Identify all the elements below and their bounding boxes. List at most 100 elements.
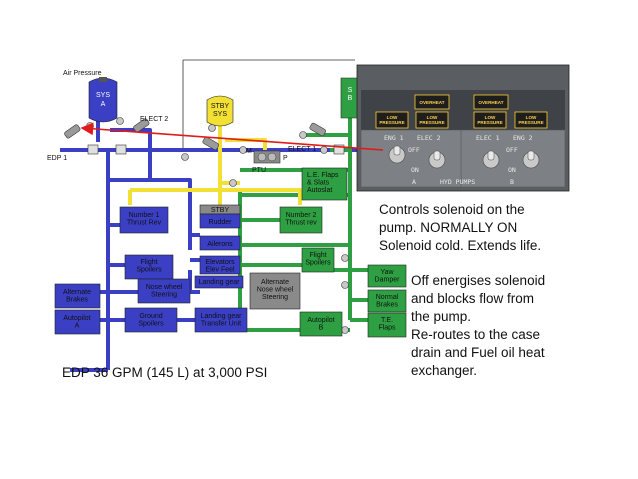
te-flaps-label: T.E.Flaps — [378, 317, 396, 332]
off-a-label: OFF — [408, 146, 420, 154]
hyd-pumps-label: HYD PUMPS — [440, 178, 475, 186]
air-pressure-label: Air Pressure — [63, 70, 102, 77]
landing-gear-transfer-label-line: Transfer Unit — [201, 321, 241, 328]
ground-spoilers-label-line: Spoilers — [138, 321, 164, 328]
on-b-label: ON — [508, 166, 516, 174]
landing-gear-label: Landing gear — [199, 279, 241, 286]
elect2-label: ELECT 2 — [140, 116, 168, 123]
overheat-b-text: OVERHEAT — [478, 100, 503, 105]
flight-spoilers-left-label-line: Spoilers — [136, 267, 162, 274]
le-flaps-label-line: Autoslat — [307, 187, 332, 194]
autopilot-b-label-line: B — [319, 325, 324, 332]
note2-line6: exchanger. — [411, 363, 478, 378]
autopilot-a-label-line: Autopilot — [63, 315, 90, 322]
elevators-label-line: Elev Feel — [205, 267, 235, 274]
number1-thrust-rev-label-line: Number 1 — [129, 212, 160, 219]
switch-elec2-a[interactable] — [428, 150, 446, 169]
edp-spec: EDP 36 GPM (145 L) at 3,000 PSI — [62, 364, 267, 382]
on-a-label: ON — [411, 166, 419, 174]
ailerons-label-line: Ailerons — [207, 241, 233, 248]
overheat-lamp-a: OVERHEAT — [414, 94, 450, 110]
off-b-label: OFF — [506, 146, 518, 154]
b-label: B — [510, 178, 514, 186]
landing-gear-transfer-label-line: Landing gear — [201, 313, 243, 320]
elec1-label: ELEC 1 — [476, 134, 500, 142]
number1-thrust-rev-label-line: Thrust Rev — [127, 220, 162, 227]
overheat-lamp-b: OVERHEAT — [473, 94, 509, 110]
switch-eng1-a[interactable] — [388, 145, 406, 164]
stby-box-label: STBY — [211, 207, 230, 214]
ground-spoilers-label-line: Ground — [139, 313, 162, 320]
eng1-a-label: ENG 1 — [384, 134, 404, 142]
normal-brakes-label-line: Brakes — [376, 302, 398, 309]
m-label: M — [246, 148, 252, 155]
rudder-label-line: Rudder — [209, 219, 233, 226]
alternate-brakes-label-line: Alternate — [63, 289, 91, 296]
nose-wheel-steering-label-line: Steering — [151, 292, 177, 299]
yaw-damper-label-line: Yaw — [380, 269, 394, 276]
sys-b-text-line: B — [348, 95, 353, 102]
overheat-a-text: OVERHEAT — [419, 100, 444, 105]
ptu-label: PTU — [252, 167, 266, 174]
sys-a-text-line: A — [101, 101, 106, 108]
stby-sys-text-line: SYS — [213, 111, 227, 118]
note2-line1: Off energises solenoid — [411, 273, 546, 288]
switch-eng2-b[interactable] — [522, 150, 540, 169]
rudder-label: Rudder — [209, 219, 233, 226]
elevators-label-line: Elevators — [205, 259, 235, 266]
te-flaps-label-line: T.E. — [381, 317, 393, 324]
note2-line3: the pump. — [411, 309, 472, 324]
alternate-nose-wheel-label-line: Alternate — [261, 279, 289, 286]
sys-b-text-line: S — [348, 87, 353, 94]
yaw-damper-label-line: Damper — [375, 277, 401, 284]
sys-a-text-line: SYS — [96, 92, 110, 99]
a-label: A — [412, 178, 416, 186]
normal-brakes-label-line: Normal — [376, 294, 399, 301]
note2-line4: Re-routes to the case — [411, 327, 541, 342]
eng2-label: ENG 2 — [513, 134, 533, 142]
low-pressure-4-line: LOW — [526, 115, 537, 120]
number2-thrust-rev-label-line: Thrust rev — [285, 220, 317, 227]
te-flaps-label-line: Flaps — [378, 325, 396, 332]
low-pressure-1-line: PRESSURE — [379, 120, 404, 125]
switch-elec1-b[interactable] — [482, 150, 500, 169]
alternate-brakes-label-line: Brakes — [66, 297, 88, 304]
autopilot-b-label-line: Autopilot — [307, 317, 334, 324]
le-flaps-label-line: L.E. Flaps — [307, 172, 339, 179]
note2-line2: and blocks flow from — [411, 291, 535, 306]
edp1-label: EDP 1 — [47, 155, 67, 162]
ailerons-label: Ailerons — [207, 241, 233, 248]
component-boxes — [54, 167, 407, 338]
number2-thrust-rev-label-line: Number 2 — [286, 212, 317, 219]
note1-line2: pump. NORMALLY ON — [379, 220, 518, 235]
edp-spec-text: EDP 36 GPM (145 L) at 3,000 PSI — [62, 365, 268, 380]
elect1-label: ELECT 1 — [288, 146, 316, 153]
alternate-nose-wheel-label-line: Steering — [262, 294, 288, 301]
landing-gear-label-line: Landing gear — [199, 279, 241, 286]
elec2-label: ELEC 2 — [417, 134, 441, 142]
alternate-nose-wheel-label-line: Nose wheel — [257, 287, 294, 294]
note-solenoid: Controls solenoid on the pump. NORMALLY … — [379, 201, 541, 255]
p-label: P — [283, 155, 288, 162]
note1-line1: Controls solenoid on the — [379, 202, 525, 217]
low-pressure-4-line: PRESSURE — [518, 120, 543, 125]
low-pressure-2-line: PRESSURE — [419, 120, 444, 125]
